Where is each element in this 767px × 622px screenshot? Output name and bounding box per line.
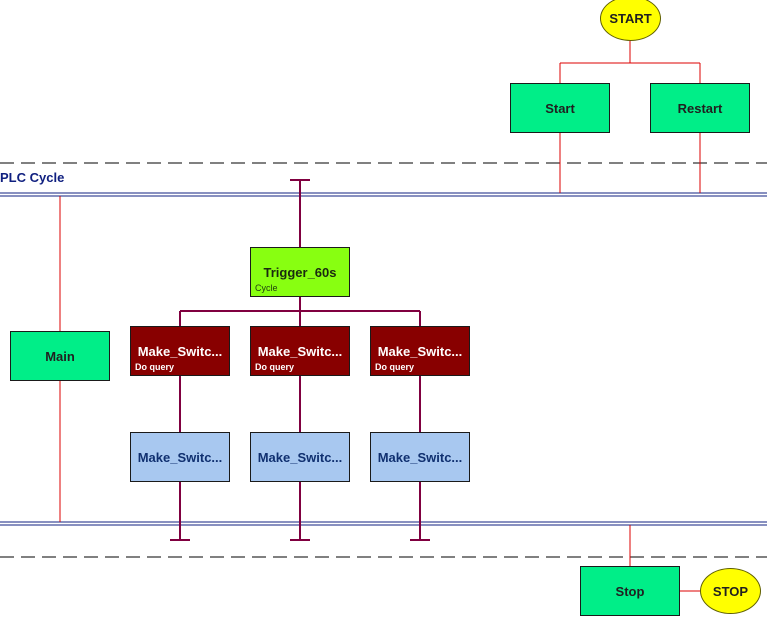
main-node[interactable]: Main xyxy=(10,331,110,381)
query-node-2[interactable]: Make_Switc... Do query xyxy=(250,326,350,376)
trigger-node-sublabel: Cycle xyxy=(255,283,278,293)
trigger-node[interactable]: Trigger_60s Cycle xyxy=(250,247,350,297)
start-node[interactable]: Start xyxy=(510,83,610,133)
task-node-3-label: Make_Switc... xyxy=(377,449,463,465)
trigger-chain-wires xyxy=(170,179,430,541)
task-node-2[interactable]: Make_Switc... xyxy=(250,432,350,482)
stop-node-label: Stop xyxy=(615,583,645,599)
query-node-1-sublabel: Do query xyxy=(135,362,175,372)
restart-node[interactable]: Restart xyxy=(650,83,750,133)
task-node-3[interactable]: Make_Switc... xyxy=(370,432,470,482)
query-node-1[interactable]: Make_Switc... Do query xyxy=(130,326,230,376)
task-node-1[interactable]: Make_Switc... xyxy=(130,432,230,482)
query-node-1-label: Make_Switc... xyxy=(137,343,223,359)
task-node-2-label: Make_Switc... xyxy=(257,449,343,465)
startup-wires xyxy=(559,41,701,193)
task-node-1-label: Make_Switc... xyxy=(137,449,223,465)
query-node-3-sublabel: Do query xyxy=(375,362,415,372)
stop-node[interactable]: Stop xyxy=(580,566,680,616)
stop-terminal[interactable]: STOP xyxy=(700,568,761,614)
query-node-2-sublabel: Do query xyxy=(255,362,295,372)
stop-wires xyxy=(629,525,700,592)
start-node-label: Start xyxy=(545,100,575,116)
plc-cycle-label: PLC Cycle xyxy=(0,170,65,185)
cycle-bus-top xyxy=(0,192,767,197)
start-terminal[interactable]: START xyxy=(600,0,661,41)
cycle-bus-bottom xyxy=(0,521,767,526)
query-node-2-label: Make_Switc... xyxy=(257,343,343,359)
start-terminal-label: START xyxy=(609,11,652,26)
trigger-node-label: Trigger_60s xyxy=(263,264,337,280)
query-node-3-label: Make_Switc... xyxy=(377,343,463,359)
main-node-label: Main xyxy=(45,348,75,364)
query-node-3[interactable]: Make_Switc... Do query xyxy=(370,326,470,376)
restart-node-label: Restart xyxy=(677,100,723,116)
stop-terminal-label: STOP xyxy=(712,583,749,599)
